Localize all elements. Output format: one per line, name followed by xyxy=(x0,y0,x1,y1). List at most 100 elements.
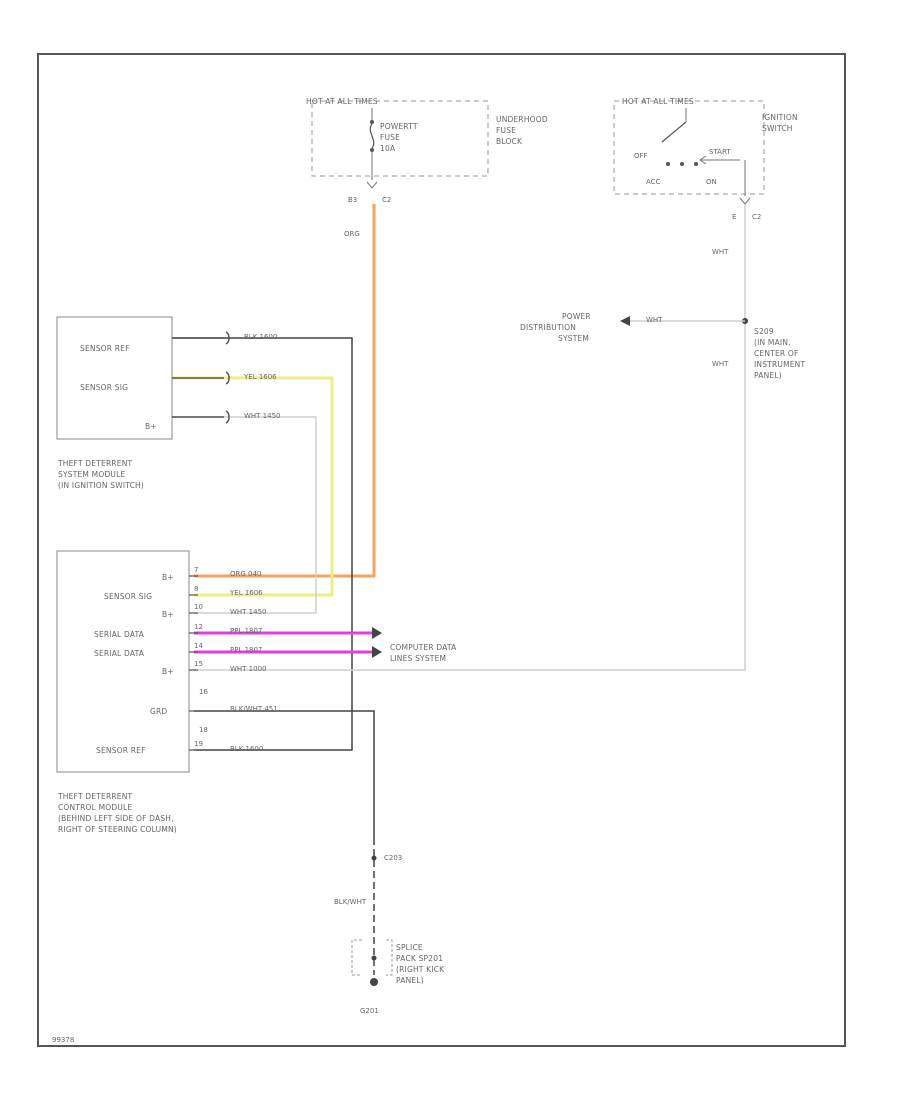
control-pin-bplus-3: B+ xyxy=(162,667,174,676)
fuse-wire-label: ORG xyxy=(344,230,360,238)
power-dist-line-3: SYSTEM xyxy=(558,334,590,343)
fuse-label: FUSE xyxy=(380,133,401,142)
control-caption-2: CONTROL MODULE xyxy=(58,803,133,812)
ground-point-g201 xyxy=(370,978,378,986)
ignition-wire-top: WHT xyxy=(712,248,729,256)
sensor-connector-marks xyxy=(172,331,230,424)
diagram-frame xyxy=(37,53,846,1047)
control-pin-bplus-1: B+ xyxy=(162,573,174,582)
control-caption-3: (BEHIND LEFT SIDE OF DASH, xyxy=(58,814,174,823)
wire-black-sensor-ref xyxy=(172,337,353,751)
ignition-switch-blade xyxy=(661,121,687,143)
arrow-serial-data-1 xyxy=(372,627,382,639)
arrow-serial-data-2 xyxy=(372,646,382,658)
control-wire-yel: YEL 1606 xyxy=(230,589,263,597)
ignition-pos-on: ON xyxy=(706,178,717,186)
wire-yellow xyxy=(172,376,334,597)
fuse-pin-label: B3 xyxy=(348,196,358,204)
fuse-element xyxy=(369,123,375,149)
control-pin-bplus-2: B+ xyxy=(162,610,174,619)
control-pin-serial-2: SERIAL DATA xyxy=(94,649,145,658)
ignition-start-arrowhead xyxy=(699,155,707,165)
control-wire-ppl-2: PPL 1807 xyxy=(230,646,263,654)
control-pinnum-12: 12 xyxy=(194,623,203,631)
ignition-switch-box xyxy=(613,100,765,195)
ignition-wire-bottom: WHT xyxy=(712,360,729,368)
control-wire-wht-1450: WHT 1450 xyxy=(230,608,267,616)
splice-pack-bracket-right xyxy=(386,939,393,976)
ignition-contact-acc xyxy=(680,162,684,166)
control-pinnum-10: 10 xyxy=(194,603,203,611)
control-pin-grd: GRD xyxy=(150,707,168,716)
control-pin-sensor-sig: SENSOR SIG xyxy=(104,592,153,601)
splice-line-4: PANEL) xyxy=(396,976,424,985)
ignition-connector-label: C2 xyxy=(752,213,762,221)
control-caption-1: THEFT DETERRENT xyxy=(58,792,133,801)
control-wire-blk: BLK 1600 xyxy=(230,745,264,753)
ground-connector-label: C203 xyxy=(384,854,403,862)
control-wire-org: ORG 040 xyxy=(230,570,262,578)
fuse-block-name-1: UNDERHOOD xyxy=(496,115,548,124)
control-wire-ppl-1: PPL 1807 xyxy=(230,627,263,635)
fuse-connector-label: C2 xyxy=(382,196,392,204)
data-link-line-1: COMPUTER DATA xyxy=(390,643,457,652)
control-pinnum-14: 14 xyxy=(194,642,203,650)
control-wire-blkwht: BLK/WHT 451 xyxy=(230,705,278,713)
wire-white-1450 xyxy=(172,416,317,614)
control-pin-sensor-ref: SENSOR REF xyxy=(96,746,146,755)
s209-line-3: CENTER OF xyxy=(754,349,799,358)
control-caption-4: RIGHT OF STEERING COLUMN) xyxy=(58,825,177,834)
s209-line-5: PANEL) xyxy=(754,371,782,380)
splice-line-1: SPLICE xyxy=(396,943,423,952)
sensor-caption-3: (IN IGNITION SWITCH) xyxy=(58,481,145,490)
ground-id-label: G201 xyxy=(360,1007,379,1015)
splice-point xyxy=(371,955,377,961)
arrow-power-dist xyxy=(620,316,630,326)
sensor-pin-sensor-ref: SENSOR REF xyxy=(80,344,130,353)
splice-line-3: (RIGHT KICK xyxy=(396,965,445,974)
ignition-pos-off: OFF xyxy=(634,152,648,160)
sensor-wire-yel: YEL 1606 xyxy=(244,373,277,381)
power-dist-wire: WHT xyxy=(646,316,663,324)
figure-id: 99378 xyxy=(52,1036,75,1044)
control-connector-marks xyxy=(189,575,198,751)
control-pinnum-8: 8 xyxy=(194,585,199,593)
s209-line-1: S209 xyxy=(754,327,774,336)
sensor-wire-blk: BLK 1600 xyxy=(244,333,278,341)
fuse-name: POWERTT xyxy=(380,122,418,131)
ignition-pos-start: START xyxy=(709,148,731,156)
ignition-hot-label: HOT AT ALL TIMES xyxy=(622,97,694,106)
sensor-pin-sensor-sig: SENSOR SIG xyxy=(80,383,129,392)
control-pinnum-19: 19 xyxy=(194,740,203,748)
sensor-caption-2: SYSTEM MODULE xyxy=(58,470,126,479)
power-dist-line-1: POWER xyxy=(562,312,591,321)
connector-c2-fuse xyxy=(366,181,378,189)
sensor-pin-bplus: B+ xyxy=(145,422,157,431)
control-module-box xyxy=(56,550,190,773)
ignition-name-1: IGNITION xyxy=(762,113,798,122)
sensor-caption-1: THEFT DETERRENT xyxy=(58,459,133,468)
fuse-bottom-terminal xyxy=(370,148,374,152)
fuse-hot-label: HOT AT ALL TIMES xyxy=(306,97,378,106)
control-wire-wht-1000: WHT 1000 xyxy=(230,665,267,673)
control-pinnum-7: 7 xyxy=(194,566,199,574)
sensor-wire-wht: WHT 1450 xyxy=(244,412,281,420)
connector-c2-ignition xyxy=(739,197,751,205)
fuse-block-name-2: FUSE xyxy=(496,126,517,135)
connector-c203 xyxy=(371,855,377,861)
power-dist-line-2: DISTRIBUTION xyxy=(520,323,577,332)
ignition-name-2: SWITCH xyxy=(762,124,793,133)
splice-pack-bracket xyxy=(351,939,362,976)
fuse-top-terminal xyxy=(370,120,374,124)
fuse-block-name-3: BLOCK xyxy=(496,137,523,146)
wire-black-ground xyxy=(194,710,375,838)
control-pinnum-18: 18 xyxy=(199,726,208,734)
s209-line-2: (IN MAIN, xyxy=(754,338,791,347)
control-pinnum-16: 16 xyxy=(199,688,208,696)
data-link-line-2: LINES SYSTEM xyxy=(390,654,447,663)
control-pin-serial-1: SERIAL DATA xyxy=(94,630,145,639)
ignition-pin-label: E xyxy=(732,213,737,221)
s209-line-4: INSTRUMENT xyxy=(754,360,806,369)
ignition-contact-off xyxy=(666,162,670,166)
